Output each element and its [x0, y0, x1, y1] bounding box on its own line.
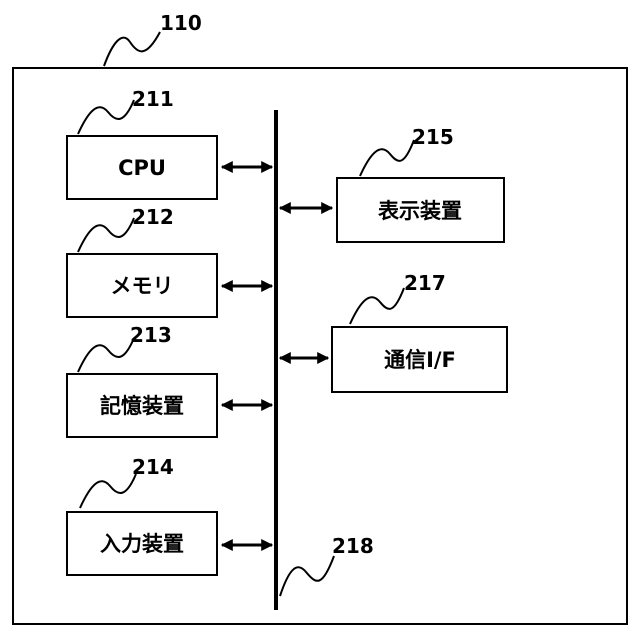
display-label: 表示装置	[378, 199, 462, 223]
input-label: 入力装置	[100, 532, 184, 556]
bus-ref-number: 218	[332, 534, 374, 558]
device-ref-number: 110	[160, 11, 202, 35]
storage-label: 記憶装置	[100, 394, 184, 418]
cpu-ref-number: 211	[132, 87, 174, 111]
display-ref-number: 215	[412, 125, 454, 149]
comm-ref-number: 217	[404, 271, 446, 295]
memory-ref-number: 212	[132, 205, 174, 229]
input-ref-number: 214	[132, 455, 174, 479]
comm-label: 通信I/F	[384, 348, 456, 372]
cpu-label: CPU	[118, 156, 166, 180]
device-ref-leader	[104, 32, 160, 66]
memory-label: メモリ	[111, 274, 174, 298]
storage-ref-number: 213	[130, 323, 172, 347]
